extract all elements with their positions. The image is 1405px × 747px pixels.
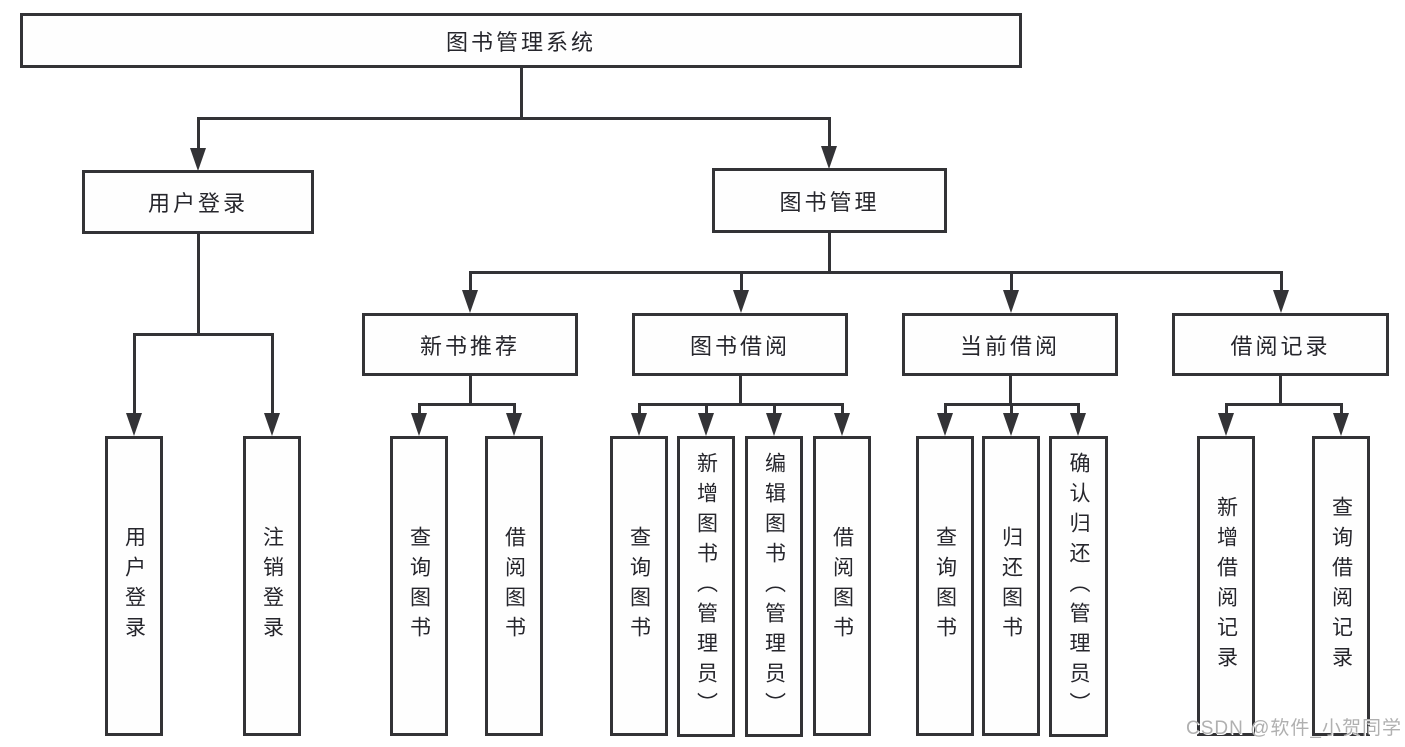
arrowhead-icon — [506, 413, 522, 436]
edge-segment — [133, 333, 136, 414]
edge-segment — [944, 403, 947, 415]
leaf-user-login: 用户登录 — [105, 436, 163, 736]
edge-segment — [133, 333, 274, 336]
edge-segment — [841, 403, 844, 415]
leaf-borrow-books-newbook: 借阅图书 — [485, 436, 543, 736]
edge-segment — [1340, 403, 1343, 415]
node-new-book-recommend: 新书推荐 — [362, 313, 578, 376]
edge-segment — [469, 271, 472, 292]
arrowhead-icon — [834, 413, 850, 436]
leaf-query-books-borrowing: 查询图书 — [610, 436, 668, 736]
node-current-borrowing: 当前借阅 — [902, 313, 1118, 376]
edge-segment — [469, 271, 1282, 274]
arrowhead-icon — [937, 413, 953, 436]
edge-segment — [740, 271, 743, 292]
node-user-login: 用户登录 — [82, 170, 314, 234]
edge-segment — [418, 403, 516, 406]
edge-segment — [1009, 375, 1012, 406]
edge-segment — [773, 403, 776, 415]
edge-segment — [1077, 403, 1080, 415]
leaf-logout: 注销登录 — [243, 436, 301, 736]
arrowhead-icon — [1003, 290, 1019, 313]
arrowhead-icon — [126, 413, 142, 436]
edge-segment — [513, 403, 516, 415]
arrowhead-icon — [1070, 413, 1086, 436]
leaf-confirm-return-admin: 确认归还（管理员） — [1049, 436, 1108, 737]
edge-segment — [271, 333, 274, 414]
arrowhead-icon — [766, 413, 782, 436]
arrowhead-icon — [698, 413, 714, 436]
edge-segment — [1279, 375, 1282, 406]
node-book-management: 图书管理 — [712, 168, 947, 233]
leaf-return-books: 归还图书 — [982, 436, 1040, 736]
edge-segment — [1280, 271, 1283, 292]
csdn-watermark: CSDN @软件_小贺同学 — [1186, 718, 1402, 739]
edge-segment — [828, 117, 831, 149]
leaf-query-books-newbook: 查询图书 — [390, 436, 448, 736]
edge-segment — [197, 232, 200, 335]
arrowhead-icon — [1333, 413, 1349, 436]
edge-segment — [1010, 403, 1013, 415]
edge-segment — [197, 117, 830, 120]
leaf-edit-book-admin: 编辑图书（管理员） — [745, 436, 803, 737]
arrowhead-icon — [1003, 413, 1019, 436]
edge-segment — [705, 403, 708, 415]
edge-segment — [739, 375, 742, 406]
edge-segment — [520, 68, 523, 119]
edge-segment — [1225, 403, 1342, 406]
node-root-library-management-system: 图书管理系统 — [20, 13, 1022, 68]
edge-segment — [469, 375, 472, 406]
leaf-add-book-admin: 新增图书（管理员） — [677, 436, 735, 737]
edge-segment — [418, 403, 421, 415]
arrowhead-icon — [1273, 290, 1289, 313]
leaf-query-borrow-record: 查询借阅记录 — [1312, 436, 1370, 736]
arrowhead-icon — [733, 290, 749, 313]
leaf-add-borrow-record: 新增借阅记录 — [1197, 436, 1255, 736]
node-book-borrowing: 图书借阅 — [632, 313, 848, 376]
arrowhead-icon — [264, 413, 280, 436]
edge-segment — [197, 117, 200, 151]
edge-segment — [1225, 403, 1228, 415]
arrowhead-icon — [462, 290, 478, 313]
arrowhead-icon — [631, 413, 647, 436]
edge-segment — [828, 232, 831, 273]
edge-segment — [638, 403, 844, 406]
leaf-borrow-books-borrowing: 借阅图书 — [813, 436, 871, 736]
edge-segment — [1010, 271, 1013, 292]
arrowhead-icon — [1218, 413, 1234, 436]
leaf-query-books-current: 查询图书 — [916, 436, 974, 736]
arrowhead-icon — [190, 148, 206, 171]
arrowhead-icon — [821, 146, 837, 169]
edge-segment — [638, 403, 641, 415]
node-borrowing-records: 借阅记录 — [1172, 313, 1389, 376]
arrowhead-icon — [411, 413, 427, 436]
